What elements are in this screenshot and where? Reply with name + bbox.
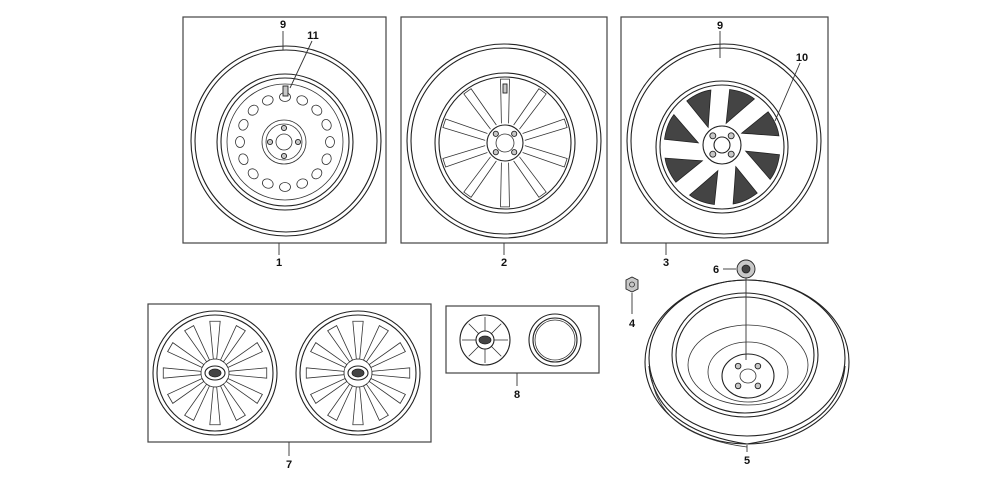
callout-5: 5 — [744, 455, 750, 467]
callout-numbers: 9 11 9 10 1 2 3 4 6 5 7 8 — [276, 19, 808, 471]
alloy-wheel-10-spoke-drawing — [406, 43, 602, 239]
callout-8: 8 — [514, 389, 520, 401]
panel-frame-1 — [182, 16, 387, 244]
panel-frame-7 — [147, 303, 432, 443]
panel-alloy-wheel-10-spoke — [400, 16, 608, 244]
callout-9-right: 9 — [717, 20, 723, 32]
callout-9-left: 9 — [280, 19, 286, 31]
spare-tire-drawing — [644, 279, 850, 448]
callout-6: 6 — [713, 264, 719, 276]
valve-stem — [502, 83, 508, 94]
callout-3: 3 — [663, 257, 669, 269]
wheel-cover-left — [152, 310, 278, 436]
lug-nut-drawing — [625, 276, 639, 293]
callout-10: 10 — [796, 52, 808, 64]
panel-alloy-wheel-8-spoke — [620, 16, 829, 244]
callout-4: 4 — [629, 318, 636, 330]
panel-steel-wheel — [182, 16, 387, 244]
panel-wheel-covers — [147, 303, 432, 443]
leader-lines — [278, 31, 801, 456]
panel-frame-3 — [620, 16, 829, 244]
wheel-cover-right — [295, 310, 421, 436]
panel-frame-8 — [445, 305, 600, 374]
valve-stem — [282, 85, 289, 97]
ornament-ring-drawing — [528, 313, 582, 367]
callout-7: 7 — [286, 459, 292, 471]
center-cap-drawing — [459, 314, 511, 366]
panel-center-cap — [445, 305, 600, 374]
callout-2: 2 — [501, 257, 507, 269]
callout-11: 11 — [307, 30, 319, 42]
alloy-wheel-8-spoke-drawing — [626, 43, 822, 239]
callout-1: 1 — [276, 257, 282, 269]
steel-wheel-drawing — [190, 45, 382, 237]
hold-down-knob-drawing — [736, 259, 756, 360]
